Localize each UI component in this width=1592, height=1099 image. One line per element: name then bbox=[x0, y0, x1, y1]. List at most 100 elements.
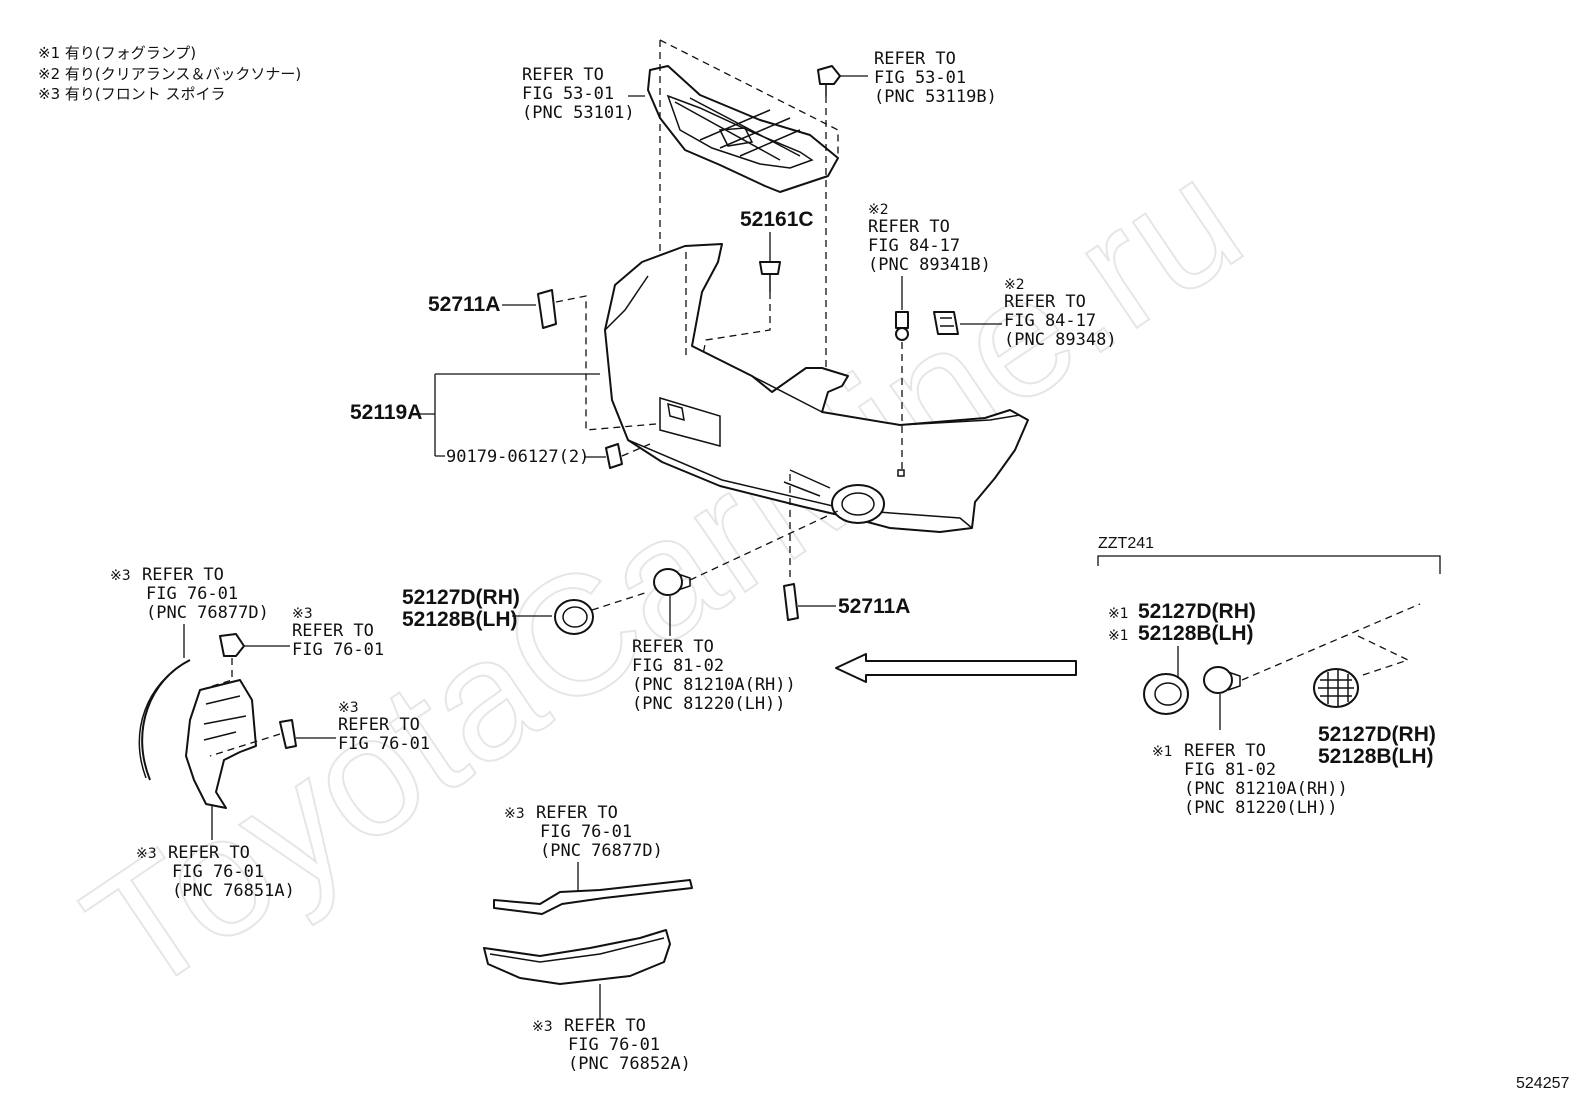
zzt-grille-guide bbox=[1357, 635, 1410, 677]
svg-text:REFER TO: REFER TO bbox=[168, 843, 250, 863]
radiator-grille bbox=[647, 65, 839, 193]
svg-text:REFER TO: REFER TO bbox=[292, 621, 374, 641]
svg-text:(PNC 76877D): (PNC 76877D) bbox=[540, 841, 663, 861]
svg-text:52127D(RH): 52127D(RH) bbox=[402, 586, 520, 609]
splash-bracket-2 bbox=[279, 719, 297, 749]
grille-ref-label: REFER TO FIG 53-01 (PNC 53101) bbox=[522, 65, 635, 123]
bracket-top-guide bbox=[555, 295, 657, 431]
svg-text:(PNC 81220(LH)): (PNC 81220(LH)) bbox=[1184, 798, 1338, 818]
svg-text:(PNC 89348): (PNC 89348) bbox=[1004, 330, 1117, 350]
svg-text:※2: ※2 bbox=[1004, 277, 1025, 293]
svg-text:※1: ※1 bbox=[1108, 606, 1129, 622]
bumper-bracket-bottom bbox=[783, 583, 799, 621]
pn-52119a: 52119A bbox=[350, 401, 422, 424]
svg-text:REFER TO: REFER TO bbox=[868, 217, 950, 237]
svg-text:※3: ※3 bbox=[136, 846, 157, 862]
svg-text:※1: ※1 bbox=[1152, 744, 1173, 760]
front-bumper-cover bbox=[604, 243, 1029, 533]
note-1: ※1 有り(フォグランプ) bbox=[38, 44, 196, 62]
legend-notes: ※1 有り(フォグランプ) ※2 有り(クリアランス＆バックソナー) ※3 有り… bbox=[38, 44, 301, 103]
svg-text:FIG 76-01: FIG 76-01 bbox=[338, 734, 430, 754]
svg-text:(PNC 53119B): (PNC 53119B) bbox=[874, 87, 997, 107]
figure-number: 524257 bbox=[1516, 1075, 1569, 1092]
svg-text:FIG 76-01: FIG 76-01 bbox=[540, 822, 632, 842]
zzt-fog-grille bbox=[1313, 668, 1359, 708]
sensor-hole bbox=[897, 469, 905, 477]
bracket1-ref-label: ※3 REFER TO FIG 76-01 bbox=[292, 606, 384, 660]
svg-text:(PNC 81210A(RH)): (PNC 81210A(RH)) bbox=[632, 675, 796, 695]
screw-clip bbox=[605, 443, 623, 469]
spoiler-moulding bbox=[493, 879, 693, 915]
foglamp-guide bbox=[689, 509, 841, 581]
pn-52711a-top: 52711A bbox=[428, 293, 500, 316]
zzt-title: ZZT241 bbox=[1098, 535, 1154, 552]
splash-top-ref-label: ※3 REFER TO FIG 76-01 (PNC 76877D) bbox=[110, 565, 269, 623]
sonar-sensor bbox=[895, 311, 909, 341]
zzt-fog-lamp bbox=[1203, 666, 1241, 694]
svg-text:REFER TO: REFER TO bbox=[536, 803, 618, 823]
svg-text:※3: ※3 bbox=[504, 806, 525, 822]
svg-text:(PNC 89341B): (PNC 89341B) bbox=[868, 255, 991, 275]
grille-dashed-outline bbox=[659, 39, 839, 158]
svg-text:FIG 53-01: FIG 53-01 bbox=[874, 68, 966, 88]
svg-text:(PNC 81220(LH)): (PNC 81220(LH)) bbox=[632, 694, 786, 714]
fog-ref-label: REFER TO FIG 81-02 (PNC 81210A(RH)) (PNC… bbox=[632, 637, 796, 714]
splash-bracket-1 bbox=[219, 633, 245, 657]
svg-text:52128B(LH): 52128B(LH) bbox=[1138, 622, 1254, 645]
fog-lamp bbox=[653, 568, 691, 596]
svg-text:52127D(RH): 52127D(RH) bbox=[1138, 600, 1256, 623]
fog-cover-label: 52127D(RH) 52128B(LH) bbox=[402, 586, 520, 631]
bracket2-guide bbox=[209, 733, 281, 757]
note-2: ※2 有り(クリアランス＆バックソナー) bbox=[38, 65, 301, 83]
zzt-grille-pn-label: 52127D(RH) 52128B(LH) bbox=[1318, 723, 1436, 768]
svg-text:(PNC 53101): (PNC 53101) bbox=[522, 103, 635, 123]
zzt-fog-ref-label: ※1 REFER TO FIG 81-02 (PNC 81210A(RH)) (… bbox=[1152, 741, 1348, 818]
clip-ref-label: REFER TO FIG 53-01 (PNC 53119B) bbox=[874, 49, 997, 107]
svg-text:※1: ※1 bbox=[1108, 628, 1129, 644]
svg-text:FIG 76-01: FIG 76-01 bbox=[146, 584, 238, 604]
zzt-fog-ring bbox=[1143, 673, 1189, 715]
svg-text:REFER TO: REFER TO bbox=[522, 65, 604, 85]
bumper-bracket-top bbox=[537, 289, 557, 329]
svg-text:※3: ※3 bbox=[532, 1019, 553, 1035]
svg-text:52127D(RH): 52127D(RH) bbox=[1318, 723, 1436, 746]
52119a-bracket bbox=[415, 373, 600, 457]
svg-text:REFER TO: REFER TO bbox=[1004, 292, 1086, 312]
svg-text:FIG 76-01: FIG 76-01 bbox=[568, 1035, 660, 1055]
zzt-bracket bbox=[1097, 555, 1441, 574]
connector-ref-label: ※2 REFER TO FIG 84-17 (PNC 89348) bbox=[1004, 277, 1117, 350]
direction-arrow bbox=[835, 653, 1077, 683]
pn-52711a-bottom: 52711A bbox=[838, 595, 910, 618]
svg-text:FIG 76-01: FIG 76-01 bbox=[292, 640, 384, 660]
svg-text:52128B(LH): 52128B(LH) bbox=[402, 608, 518, 631]
svg-text:REFER TO: REFER TO bbox=[142, 565, 224, 585]
zzt-pn-label: ※1 52127D(RH) ※1 52128B(LH) bbox=[1108, 600, 1256, 645]
svg-text:※3: ※3 bbox=[110, 568, 131, 584]
grille-clip bbox=[817, 65, 841, 96]
svg-text:52128B(LH): 52128B(LH) bbox=[1318, 745, 1434, 768]
svg-text:REFER TO: REFER TO bbox=[564, 1016, 646, 1036]
moulding-ref-label: ※3 REFER TO FIG 76-01 (PNC 76877D) bbox=[504, 803, 663, 861]
front-spoiler bbox=[483, 929, 671, 985]
svg-text:FIG 81-02: FIG 81-02 bbox=[632, 656, 724, 676]
svg-text:(PNC 81210A(RH)): (PNC 81210A(RH)) bbox=[1184, 779, 1348, 799]
svg-text:(PNC 76852A): (PNC 76852A) bbox=[568, 1054, 691, 1074]
screw-guide bbox=[621, 443, 651, 457]
zzt-lamp-guide bbox=[1241, 603, 1421, 681]
bracket2-ref-label: ※3 REFER TO FIG 76-01 bbox=[338, 700, 430, 754]
splash-shield bbox=[185, 679, 257, 809]
svg-text:FIG 76-01: FIG 76-01 bbox=[172, 862, 264, 882]
spoiler-ref-label: ※3 REFER TO FIG 76-01 (PNC 76852A) bbox=[532, 1016, 691, 1074]
sensor-connector bbox=[933, 311, 959, 335]
svg-text:※3: ※3 bbox=[338, 700, 359, 716]
svg-text:REFER TO: REFER TO bbox=[338, 715, 420, 735]
wheel-moulding-inner bbox=[138, 661, 187, 779]
svg-text:(PNC 76877D): (PNC 76877D) bbox=[146, 603, 269, 623]
svg-text:REFER TO: REFER TO bbox=[632, 637, 714, 657]
fog-cover-ring bbox=[554, 599, 594, 635]
svg-text:FIG 84-17: FIG 84-17 bbox=[1004, 311, 1096, 331]
pn-52161c: 52161C bbox=[740, 208, 814, 231]
svg-text:REFER TO: REFER TO bbox=[874, 49, 956, 69]
push-rivet bbox=[759, 261, 781, 292]
